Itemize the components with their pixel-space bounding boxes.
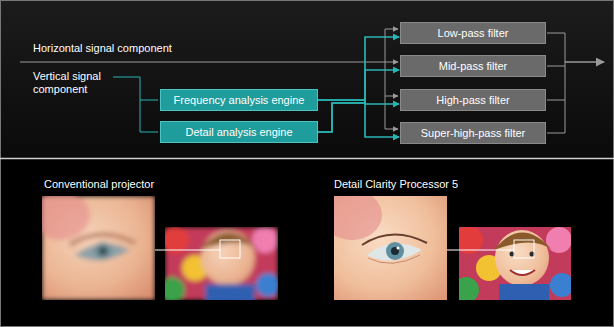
signal-connector — [318, 37, 399, 100]
signal-connector — [318, 70, 399, 132]
box-label: Super-high-pass filter — [421, 127, 526, 139]
box-label: High-pass filter — [436, 94, 509, 106]
engine-box: Frequency analysis engine — [160, 89, 318, 111]
signal-connector — [318, 100, 399, 137]
filter-box: Mid-pass filter — [400, 55, 546, 77]
box-label: Frequency analysis engine — [174, 94, 305, 106]
signal-connector — [318, 70, 399, 100]
filter-box: High-pass filter — [400, 89, 546, 111]
signal-connector — [318, 37, 399, 132]
signal-connector — [318, 103, 399, 137]
image-caption: Conventional projector — [44, 178, 264, 191]
filter-box: Low-pass filter — [400, 22, 546, 44]
filter-box: Super-high-pass filter — [400, 122, 546, 144]
signal-label: Vertical signal component — [33, 70, 111, 96]
box-label: Detail analysis engine — [185, 126, 292, 138]
box-label: Mid-pass filter — [439, 60, 507, 72]
image-caption: Detail Clarity Processor 5 — [334, 178, 574, 191]
signal-label: Horizontal signal component — [33, 42, 233, 55]
engine-box: Detail analysis engine — [160, 121, 318, 143]
signal-connector — [318, 103, 399, 132]
box-label: Low-pass filter — [438, 27, 509, 39]
